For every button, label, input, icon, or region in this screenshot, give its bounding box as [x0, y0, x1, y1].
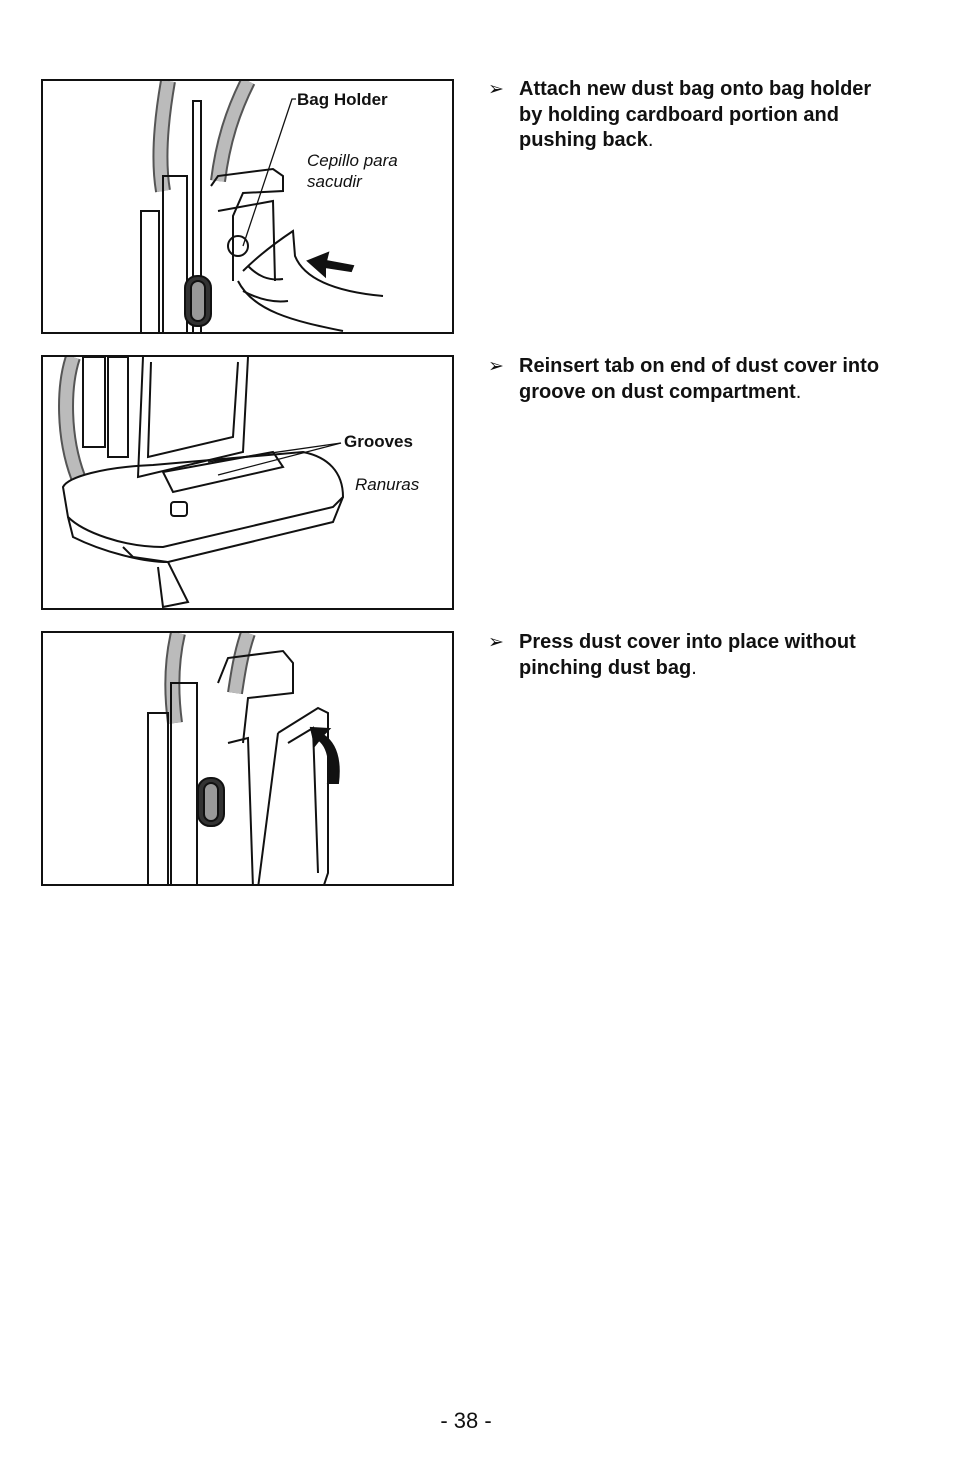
vacuum-dust-cover-drawing: [147, 633, 340, 884]
label-bag-holder: Bag Holder: [297, 90, 388, 109]
bullet-arrow-icon: ➢: [488, 356, 504, 377]
instruction-step-3: ➢ Press dust cover into place without pi…: [488, 631, 856, 679]
label-sacudir: sacudir: [307, 172, 362, 191]
instruction-text-1: Attach new dust bag onto bag holder by h…: [519, 78, 872, 151]
label-ranuras: Ranuras: [355, 475, 420, 494]
instruction-text-2: Reinsert tab on end of dust cover into g…: [519, 355, 880, 403]
vacuum-dust-compartment-drawing: [58, 357, 345, 608]
illustration-attach-bag: Bag Holder Cepillo para sacudir: [41, 79, 454, 334]
illustration-grooves: Grooves Ranuras: [41, 355, 454, 610]
vacuum-bag-holder-drawing: [140, 81, 384, 332]
page-number: - 38 -: [440, 1408, 492, 1433]
label-cepillo-para: Cepillo para: [307, 151, 398, 170]
instruction-step-1: ➢ Attach new dust bag onto bag holder by…: [488, 78, 872, 151]
bullet-arrow-icon: ➢: [488, 632, 504, 653]
instruction-step-2: ➢ Reinsert tab on end of dust cover into…: [488, 355, 880, 403]
illustration-press-cover: [41, 631, 454, 886]
label-grooves: Grooves: [344, 432, 413, 451]
instruction-text-3: Press dust cover into place without pinc…: [519, 631, 856, 679]
bullet-arrow-icon: ➢: [488, 79, 504, 100]
